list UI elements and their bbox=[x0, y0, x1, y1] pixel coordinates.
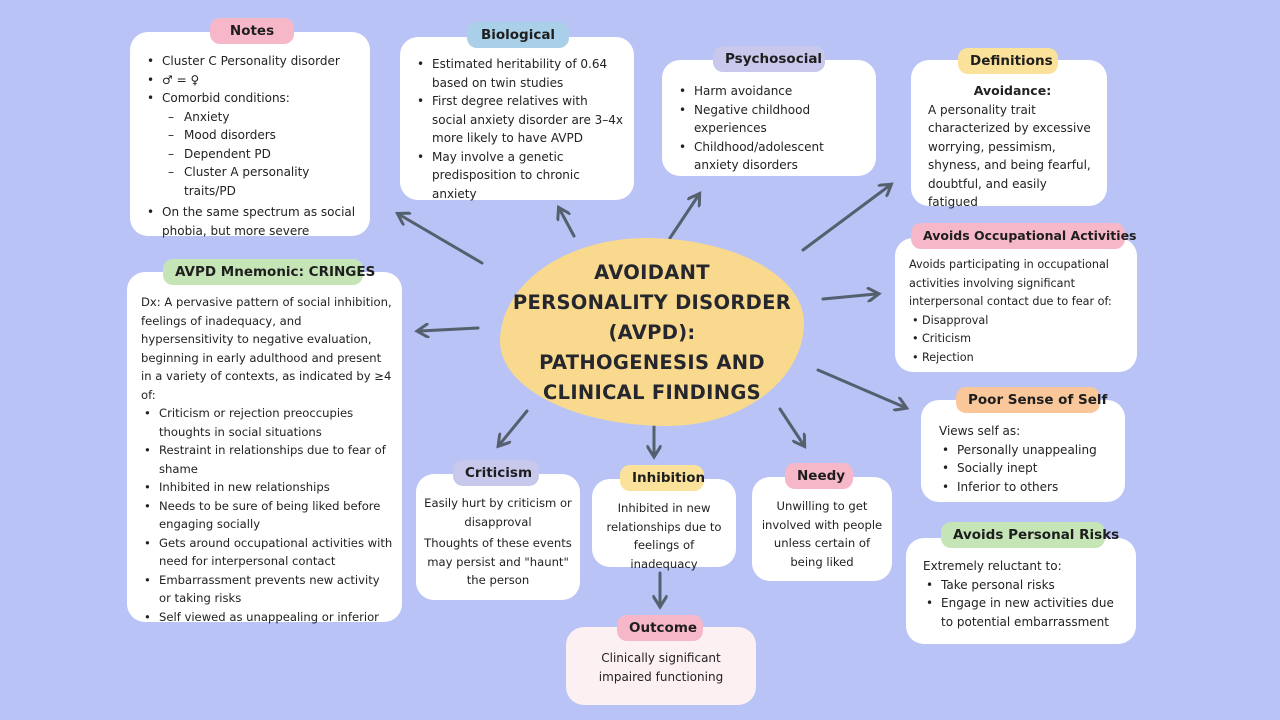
list-subitem: Cluster A personality traits/PD bbox=[144, 163, 360, 200]
criticism-text-1: Easily hurt by criticism or disapproval bbox=[424, 496, 572, 529]
personal-risks-text: Extremely reluctant to: bbox=[923, 559, 1062, 573]
list-item: Comorbid conditions: bbox=[144, 89, 360, 108]
list-item: Embarrassment prevents new activity or t… bbox=[141, 571, 394, 608]
criticism-text-2: Thoughts of these events may persist and… bbox=[424, 536, 572, 587]
list-item: Negative childhood experiences bbox=[676, 101, 866, 138]
inhibition-text: Inhibited in new relationships due to fe… bbox=[606, 501, 722, 571]
notes-card: Cluster C Personality disorder ♂ = ♀ Com… bbox=[130, 32, 370, 238]
list-item: Criticism bbox=[909, 330, 1129, 349]
needy-text: Unwilling to get involved with people un… bbox=[761, 499, 883, 569]
outcome-card: Clinically significant impaired function… bbox=[566, 627, 756, 705]
needy-card: Unwilling to get involved with people un… bbox=[752, 477, 892, 581]
poor-self-title: Poor Sense of Self bbox=[956, 387, 1107, 413]
arrow-to-occupational bbox=[821, 294, 876, 299]
list-item: Criticism or rejection preoccupies thoug… bbox=[141, 404, 394, 441]
notes-title: Notes bbox=[210, 18, 294, 44]
main-title-line: PERSONALITY DISORDER bbox=[512, 291, 792, 314]
list-subitem: Dependent PD bbox=[144, 145, 360, 164]
center-blob bbox=[500, 238, 804, 426]
outcome-text: Clinically significant impaired function… bbox=[598, 651, 724, 684]
personal-risks-title: Avoids Personal Risks bbox=[941, 522, 1119, 548]
list-item: First degree relatives with social anxie… bbox=[414, 92, 624, 148]
psychosocial-card: Harm avoidance Negative childhood experi… bbox=[662, 60, 876, 176]
arrow-to-mnemonic bbox=[420, 328, 480, 331]
list-item: Socially inept bbox=[939, 459, 1115, 478]
poor-self-list: Personally unappealing Socially inept In… bbox=[939, 441, 1115, 497]
main-title-line: PATHOGENESIS AND bbox=[539, 351, 765, 374]
needy-title: Needy bbox=[785, 463, 853, 489]
list-item: Restraint in relationships due to fear o… bbox=[141, 441, 394, 478]
definition-term: Avoidance: bbox=[973, 83, 1052, 98]
inhibition-card: Inhibited in new relationships due to fe… bbox=[592, 479, 736, 571]
biological-card: Estimated heritability of 0.64 based on … bbox=[400, 37, 634, 203]
main-title-line: AVOIDANT bbox=[594, 261, 710, 284]
list-item: Inferior to others bbox=[939, 478, 1115, 497]
list-item: Disapproval bbox=[909, 312, 1129, 331]
personal-risks-list: Take personal risks Engage in new activi… bbox=[923, 576, 1128, 632]
list-item: On the same spectrum as social phobia, b… bbox=[144, 203, 360, 240]
outcome-title: Outcome bbox=[617, 615, 703, 641]
list-item: Self viewed as unappealing or inferior bbox=[141, 608, 394, 627]
arrow-to-biological bbox=[560, 210, 576, 238]
main-title-line: CLINICAL FINDINGS bbox=[543, 381, 761, 404]
psychosocial-list: Harm avoidance Negative childhood experi… bbox=[676, 82, 866, 175]
occupational-list: Disapproval Criticism Rejection bbox=[909, 312, 1129, 368]
mnemonic-intro: Dx: A pervasive pattern of social inhibi… bbox=[141, 295, 392, 402]
occupational-title: Avoids Occupational Activities bbox=[911, 223, 1137, 249]
occupational-card: Avoids participating in occupational act… bbox=[895, 238, 1137, 372]
list-item: Harm avoidance bbox=[676, 82, 866, 101]
arrow-to-poor-self bbox=[816, 368, 904, 407]
poor-self-card: Views self as: Personally unappealing So… bbox=[921, 400, 1125, 502]
list-item: Engage in new activities due to potentia… bbox=[923, 594, 1128, 631]
main-title-line: (AVPD): bbox=[608, 321, 696, 344]
list-item: May involve a genetic predisposition to … bbox=[414, 148, 624, 204]
definitions-title: Definitions bbox=[958, 48, 1058, 74]
list-item: Estimated heritability of 0.64 based on … bbox=[414, 55, 624, 92]
criticism-card: Easily hurt by criticism or disapproval … bbox=[416, 474, 580, 600]
list-item: Personally unappealing bbox=[939, 441, 1115, 460]
definition-text: A personality trait characterized by exc… bbox=[928, 102, 1091, 210]
occupational-text: Avoids participating in occupational act… bbox=[909, 258, 1112, 308]
arrow-to-psychosocial bbox=[668, 196, 698, 240]
criticism-title: Criticism bbox=[453, 460, 539, 486]
mnemonic-title: AVPD Mnemonic: CRINGES bbox=[163, 259, 375, 285]
list-subitem: Mood disorders bbox=[144, 126, 360, 145]
mnemonic-card: Dx: A pervasive pattern of social inhibi… bbox=[127, 272, 402, 626]
list-item: Cluster C Personality disorder bbox=[144, 52, 360, 71]
psychosocial-title: Psychosocial bbox=[713, 46, 825, 72]
list-item: Take personal risks bbox=[923, 576, 1128, 595]
mnemonic-list: Criticism or rejection preoccupies thoug… bbox=[141, 404, 394, 626]
arrow-to-notes bbox=[400, 215, 484, 265]
personal-risks-card: Extremely reluctant to: Take personal ri… bbox=[906, 538, 1136, 644]
poor-self-text: Views self as: bbox=[939, 424, 1021, 438]
list-item: Inhibited in new relationships bbox=[141, 478, 394, 497]
list-item: Childhood/adolescent anxiety disorders bbox=[676, 138, 866, 175]
list-item: Gets around occupational activities with… bbox=[141, 534, 394, 571]
arrow-to-needy bbox=[778, 407, 803, 444]
list-item: Needs to be sure of being liked before e… bbox=[141, 497, 394, 534]
list-subitem: Anxiety bbox=[144, 108, 360, 127]
inhibition-title: Inhibition bbox=[620, 465, 705, 491]
biological-title: Biological bbox=[467, 22, 569, 48]
main-title: AVOIDANT PERSONALITY DISORDER (AVPD): PA… bbox=[510, 258, 794, 408]
arrow-to-definitions bbox=[801, 186, 889, 252]
list-item: Rejection bbox=[909, 349, 1129, 368]
list-item: ♂ = ♀ bbox=[144, 71, 360, 90]
arrow-to-criticism bbox=[500, 409, 529, 444]
notes-list: Cluster C Personality disorder ♂ = ♀ Com… bbox=[144, 52, 360, 240]
biological-list: Estimated heritability of 0.64 based on … bbox=[414, 55, 624, 203]
definitions-card: Avoidance: A personality trait character… bbox=[911, 60, 1107, 209]
